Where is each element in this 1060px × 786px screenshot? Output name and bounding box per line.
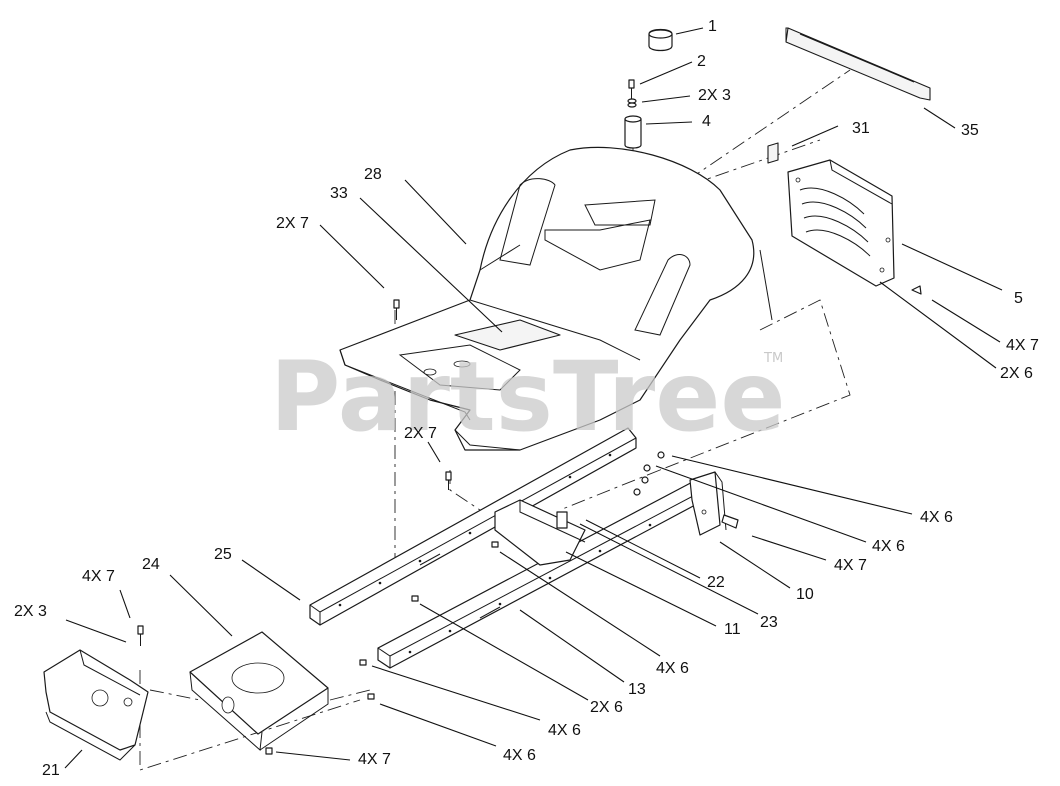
callout-2x3-top: 2X 3 [698, 87, 731, 104]
callout-24: 24 [142, 556, 160, 573]
callout-2x6-center: 2X 6 [590, 699, 623, 716]
part-washers-3 [627, 98, 637, 108]
callout-22: 22 [707, 574, 725, 591]
callout-21: 21 [42, 762, 60, 779]
callout-4x6-bottom: 4X 6 [503, 747, 536, 764]
hardware [137, 285, 922, 755]
callout-2: 2 [697, 53, 706, 70]
callout-4x7-mid: 4X 7 [834, 557, 867, 574]
callout-31: 31 [852, 120, 870, 137]
callout-2x6-right: 2X 6 [1000, 365, 1033, 382]
watermark-trademark: TM [763, 351, 783, 366]
part-bracket-10 [689, 471, 727, 536]
callout-4: 4 [702, 113, 711, 130]
callout-10: 10 [796, 586, 814, 603]
callout-28: 28 [364, 166, 382, 183]
part-spacer-4 [624, 115, 642, 149]
part-bracket-21 [43, 649, 149, 761]
callout-4x6-right-mid: 4X 6 [872, 538, 905, 555]
callout-23: 23 [760, 614, 778, 631]
part-plate-24 [189, 631, 329, 752]
callout-11: 11 [724, 621, 741, 638]
part-shield-5 [787, 159, 895, 287]
callout-33: 33 [330, 185, 348, 202]
callout-4x7-bottom: 4X 7 [358, 751, 391, 768]
part-body-28 [339, 146, 773, 451]
callout-4x7-right: 4X 7 [1006, 337, 1039, 354]
callout-4x6-center: 4X 6 [656, 660, 689, 677]
callout-35: 35 [961, 122, 979, 139]
watermark: PartsTree [270, 341, 785, 453]
callout-13: 13 [628, 681, 646, 698]
part-bracket-35 [785, 27, 931, 101]
part-knob [648, 28, 673, 52]
callouts: 1 2 2X 3 4 35 31 28 33 2X 7 5 4X 7 2X 6 … [14, 18, 1039, 779]
callout-2x7-mid: 2X 7 [404, 425, 437, 442]
part-crossmember-11 [494, 499, 586, 566]
part-rail-13 [377, 477, 713, 669]
part-bolt-2 [628, 79, 635, 99]
leader-lines [64, 27, 1003, 769]
part-rail-25 [309, 427, 637, 626]
callout-25: 25 [214, 546, 232, 563]
callout-5: 5 [1014, 290, 1023, 307]
callout-2x3-left: 2X 3 [14, 603, 47, 620]
callout-4x6-right-top: 4X 6 [920, 509, 953, 526]
part-panel-33 [454, 319, 561, 351]
callout-4x7-left: 4X 7 [82, 568, 115, 585]
part-decal-31 [767, 142, 779, 164]
callout-2x7-top: 2X 7 [276, 215, 309, 232]
callout-1: 1 [708, 18, 717, 35]
callout-4x6-lower: 4X 6 [548, 722, 581, 739]
